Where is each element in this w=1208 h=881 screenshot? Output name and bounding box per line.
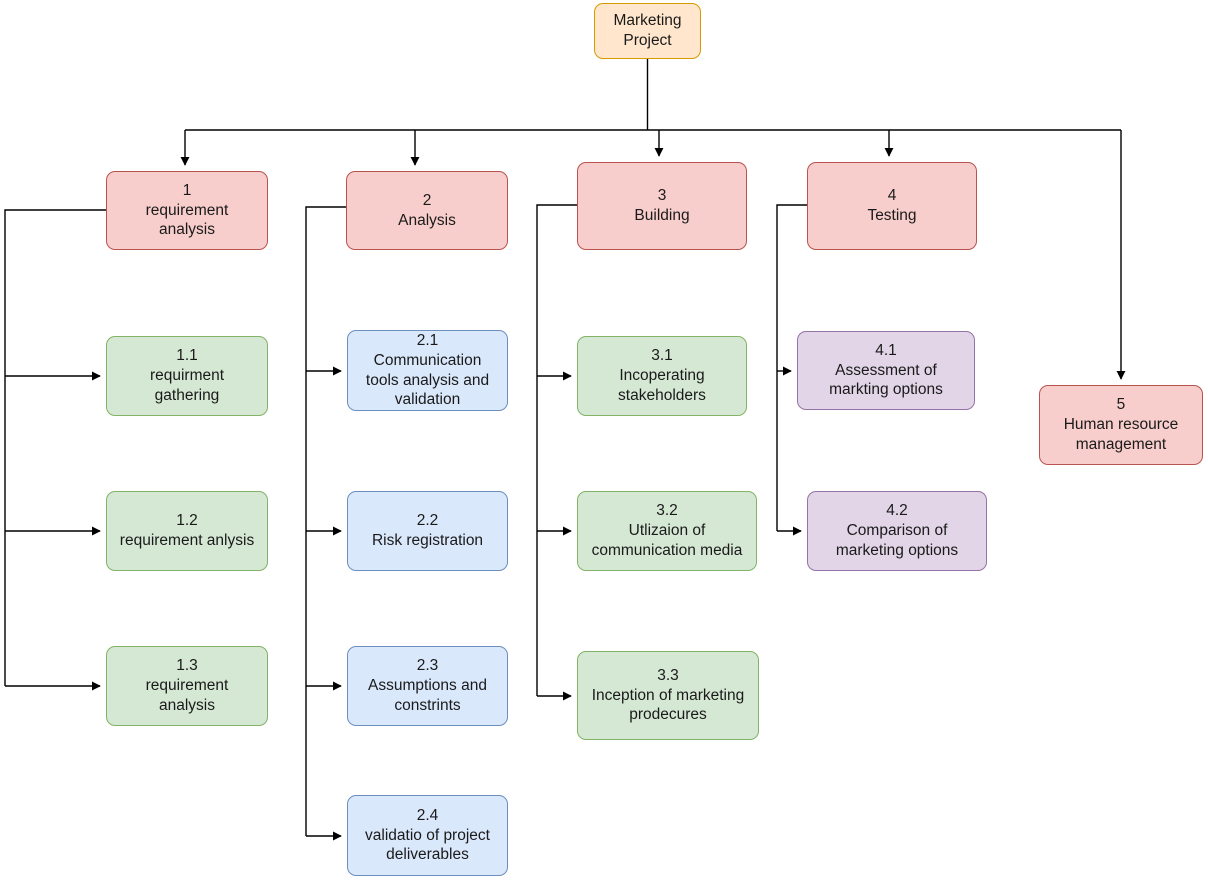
node-marketing-project[interactable]: Marketing Project <box>594 3 701 59</box>
node-phase-4-testing[interactable]: 4 Testing <box>807 162 977 250</box>
node-phase-5-human-resource-management[interactable]: 5 Human resource management <box>1039 385 1203 465</box>
node-task-1-1-requirment-gathering[interactable]: 1.1 requirment gathering <box>106 336 268 416</box>
node-task-4-2-comparison-of-marketing-options[interactable]: 4.2 Comparison of marketing options <box>807 491 987 571</box>
wire-p3-bus <box>536 204 577 696</box>
node-task-2-1-communication-tools-analysis-and-validation[interactable]: 2.1 Communication tools analysis and val… <box>347 330 508 411</box>
node-task-2-2-risk-registration[interactable]: 2.2 Risk registration <box>347 491 508 571</box>
node-phase-2-analysis[interactable]: 2 Analysis <box>346 171 508 250</box>
node-task-3-2-utlizaion-of-communication-media[interactable]: 3.2 Utlizaion of communication media <box>577 491 757 571</box>
node-task-3-1-incoperating-stakeholders[interactable]: 3.1 Incoperating stakeholders <box>577 336 747 416</box>
node-phase-3-building[interactable]: 3 Building <box>577 162 747 250</box>
node-task-4-1-assessment-of-markting-options[interactable]: 4.1 Assessment of markting options <box>797 331 975 410</box>
node-phase-1-requirement-analysis[interactable]: 1 requirement analysis <box>106 171 268 250</box>
node-task-1-2-requirement-anlysis[interactable]: 1.2 requirement anlysis <box>106 491 268 571</box>
node-task-3-3-inception-of-marketing-prodecures[interactable]: 3.3 Inception of marketing prodecures <box>577 651 759 740</box>
node-task-1-3-requirement-analysis[interactable]: 1.3 requirement analysis <box>106 646 268 726</box>
node-task-2-4-validatio-of-project-deliverables[interactable]: 2.4 validatio of project deliverables <box>347 795 508 876</box>
wire-p2-bus <box>305 206 346 836</box>
wire-p1-bus <box>4 209 106 686</box>
node-task-2-3-assumptions-and-constrints[interactable]: 2.3 Assumptions and constrints <box>347 646 508 726</box>
